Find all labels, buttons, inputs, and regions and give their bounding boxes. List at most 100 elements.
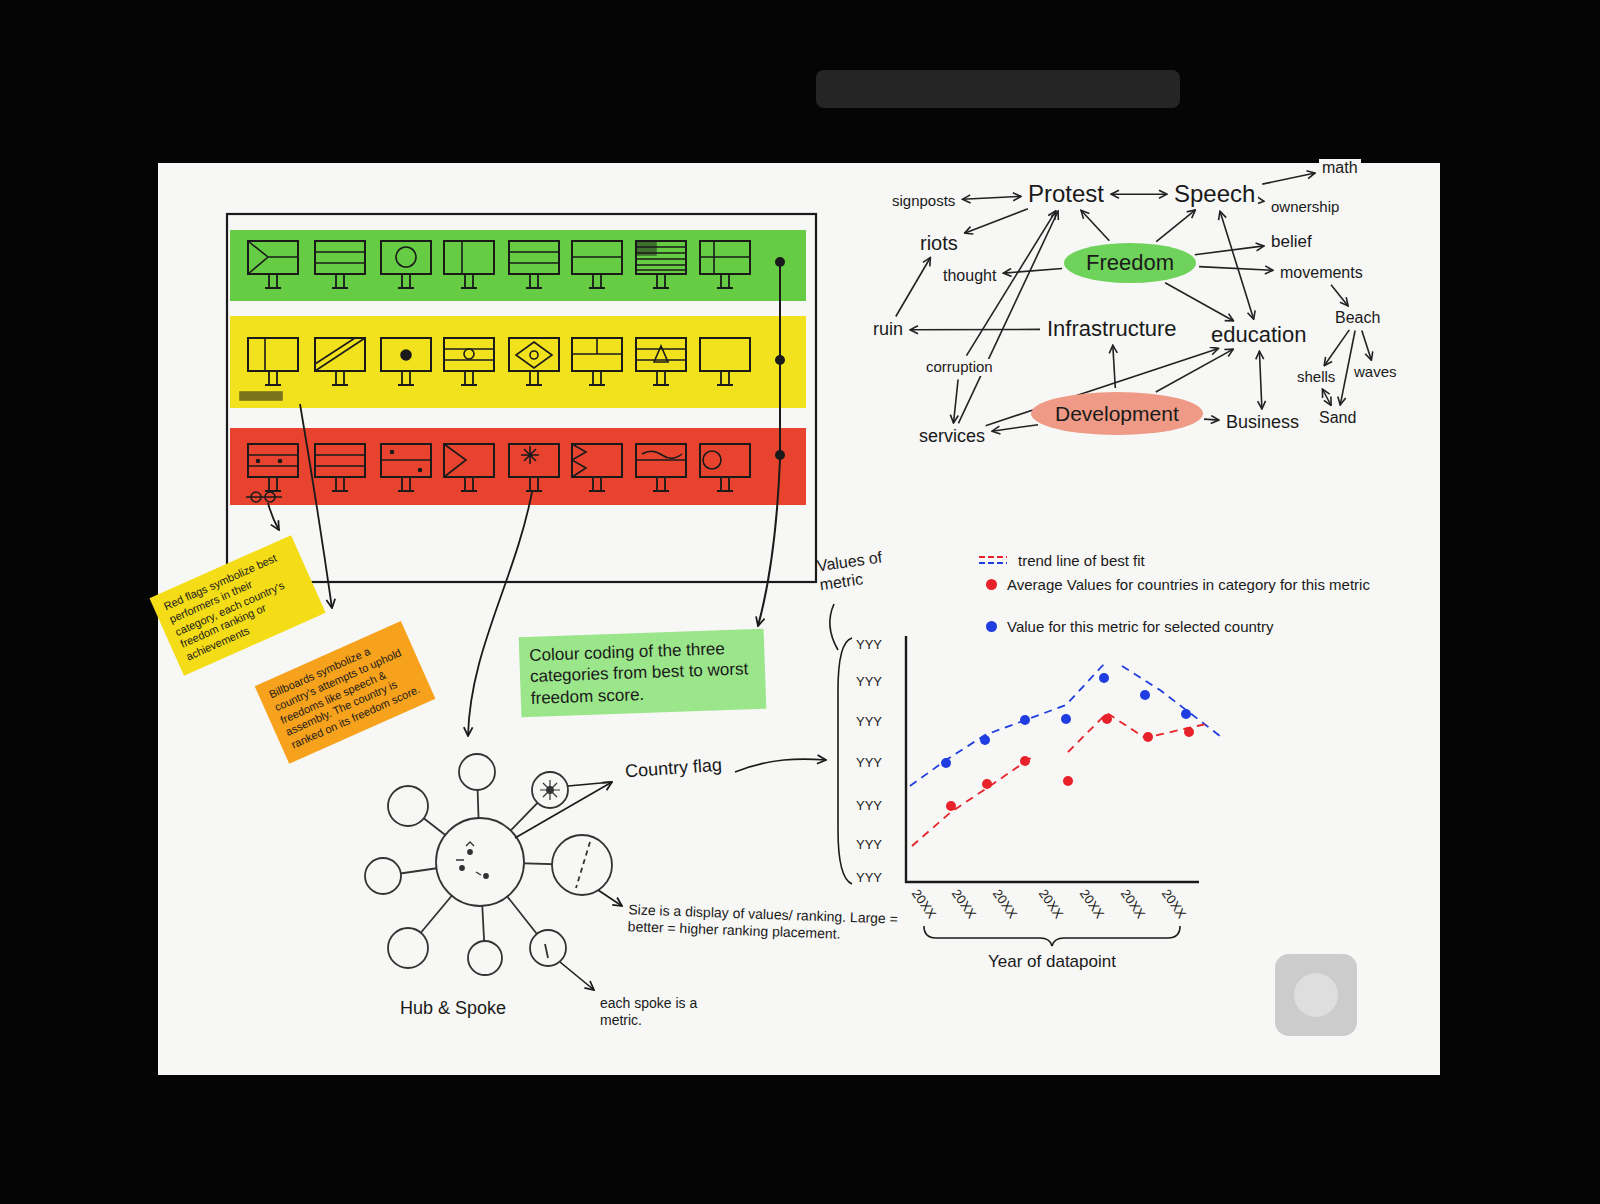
band-red bbox=[230, 428, 806, 505]
mind-map-word: thought bbox=[940, 267, 999, 285]
mind-map-arrow bbox=[910, 329, 1040, 331]
node-text: Business bbox=[1226, 413, 1299, 433]
mind-map-word: Business bbox=[1223, 413, 1302, 433]
hub-annotation-arrows bbox=[515, 759, 826, 990]
node-text: Red flags symbolize best performers in t… bbox=[162, 547, 313, 665]
mind-map-arrow bbox=[1195, 246, 1264, 255]
mind-map-word: ownership bbox=[1268, 199, 1342, 216]
band-yellow bbox=[230, 316, 806, 408]
node-text: Freedom bbox=[1086, 251, 1174, 275]
legend-row: Value for this metric for selected count… bbox=[978, 618, 1387, 636]
mind-map-word: corruption bbox=[923, 359, 996, 376]
sticky-note: Colour coding of the three categories fr… bbox=[519, 629, 767, 717]
mind-map-arrow bbox=[1324, 330, 1349, 366]
node-text: shells bbox=[1297, 369, 1335, 386]
axis-tick: 20XX bbox=[1076, 886, 1107, 921]
axis-tick: YYY bbox=[856, 755, 882, 771]
mind-map-arrow bbox=[954, 380, 959, 424]
node-text: Beach bbox=[1335, 309, 1380, 327]
mind-map-arrow bbox=[1165, 283, 1234, 321]
mind-map-word: math bbox=[1319, 159, 1361, 177]
node-text: belief bbox=[1271, 233, 1312, 252]
mind-map-word: Beach bbox=[1332, 309, 1383, 327]
trend-line-sample bbox=[978, 552, 1008, 568]
data-points bbox=[941, 673, 1194, 811]
mind-map-arrow bbox=[1003, 269, 1062, 274]
mind-map-word: waves bbox=[1351, 364, 1400, 381]
flag-signs bbox=[240, 241, 750, 502]
legend-text: Value for this metric for selected count… bbox=[1007, 618, 1387, 636]
mind-map-arrow bbox=[1113, 345, 1116, 388]
tablet-screen bbox=[158, 163, 1440, 1075]
axis-tick: 20XX bbox=[1158, 886, 1189, 921]
mind-map-word: services bbox=[916, 427, 988, 447]
mind-map-arrow bbox=[1081, 210, 1109, 241]
legend-row: trend line of best fit bbox=[978, 552, 1398, 570]
mind-map-arrow bbox=[896, 258, 931, 317]
legend-text: Average Values for countries in category… bbox=[1007, 576, 1387, 594]
node-text: Sand bbox=[1319, 409, 1356, 427]
mind-map-word: belief bbox=[1268, 233, 1315, 252]
legend-text: trend line of best fit bbox=[1018, 552, 1398, 570]
node-text: corruption bbox=[926, 359, 993, 376]
tablet-reflection bbox=[816, 70, 1180, 108]
mind-map-word: Sand bbox=[1316, 409, 1359, 427]
mind-map-arrow bbox=[1262, 173, 1315, 184]
node-text: ruin bbox=[873, 320, 903, 340]
node-text: Colour coding of the three categories fr… bbox=[529, 637, 756, 709]
mind-map-word: riots bbox=[917, 232, 961, 254]
axis-tick: YYY bbox=[856, 870, 882, 886]
mind-map-arrow bbox=[1331, 285, 1348, 306]
annotation: each spoke is a metric. bbox=[600, 995, 730, 1029]
axis-tick: YYY bbox=[856, 674, 882, 690]
node-text: Development bbox=[1055, 402, 1179, 425]
node-text: services bbox=[919, 427, 985, 447]
node-text: signposts bbox=[892, 193, 955, 210]
mind-map-arrow bbox=[1362, 330, 1372, 360]
theme-blob: Development bbox=[1031, 392, 1203, 435]
node-text: Billboards symbolize a country's attempt… bbox=[267, 633, 423, 753]
node-text: math bbox=[1322, 159, 1358, 177]
mind-map-word: education bbox=[1208, 323, 1309, 347]
floating-button bbox=[1275, 954, 1357, 1036]
chart-brackets bbox=[830, 604, 1180, 946]
node-text: ownership bbox=[1271, 199, 1339, 216]
legend-row: Average Values for countries in category… bbox=[978, 576, 1387, 594]
mind-map-word: Protest bbox=[1025, 181, 1107, 207]
axis-tick: YYY bbox=[856, 798, 882, 814]
node-text: education bbox=[1211, 323, 1306, 347]
legend-dot bbox=[986, 621, 997, 632]
hub-and-spoke bbox=[365, 754, 612, 975]
axis-tick: 20XX bbox=[908, 886, 939, 921]
mind-map-arrow bbox=[992, 425, 1038, 432]
mind-map-arrow bbox=[1322, 389, 1331, 406]
sticky-note: Red flags symbolize best performers in t… bbox=[149, 535, 325, 675]
node-text: movements bbox=[1280, 264, 1363, 282]
axis-title: Year of datapoint bbox=[988, 952, 1116, 972]
mind-map-word: signposts bbox=[889, 193, 958, 210]
category-frame bbox=[227, 214, 816, 582]
node-text: Speech bbox=[1174, 181, 1255, 207]
mind-map-arrow bbox=[1259, 351, 1262, 409]
mind-map-arrow bbox=[1220, 211, 1254, 319]
axis-tick: YYY bbox=[856, 637, 882, 653]
mind-map-arrow bbox=[1204, 419, 1219, 420]
axis-tick: YYY bbox=[856, 714, 882, 730]
mind-map-arrow bbox=[962, 196, 1021, 199]
theme-blob: Freedom bbox=[1064, 243, 1196, 283]
axis-tick: 20XX bbox=[948, 886, 979, 921]
mind-map-arrow bbox=[1156, 210, 1195, 242]
node-text: riots bbox=[920, 232, 958, 254]
mind-map-arrow bbox=[1262, 200, 1264, 202]
trend-lines bbox=[910, 664, 1220, 846]
axis-tick: 20XX bbox=[1035, 886, 1066, 921]
sticky-note: Billboards symbolize a country's attempt… bbox=[255, 621, 436, 764]
axis-tick: 20XX bbox=[989, 886, 1020, 921]
node-text: Protest bbox=[1028, 181, 1104, 207]
mind-map-arrow bbox=[965, 209, 1028, 233]
figure-title: Hub & Spoke bbox=[400, 998, 506, 1020]
annotation: Size is a display of values/ ranking. La… bbox=[627, 901, 898, 944]
node-text: waves bbox=[1354, 364, 1397, 381]
mind-map-word: ruin bbox=[870, 320, 906, 340]
mind-map-arrow bbox=[1199, 267, 1273, 271]
